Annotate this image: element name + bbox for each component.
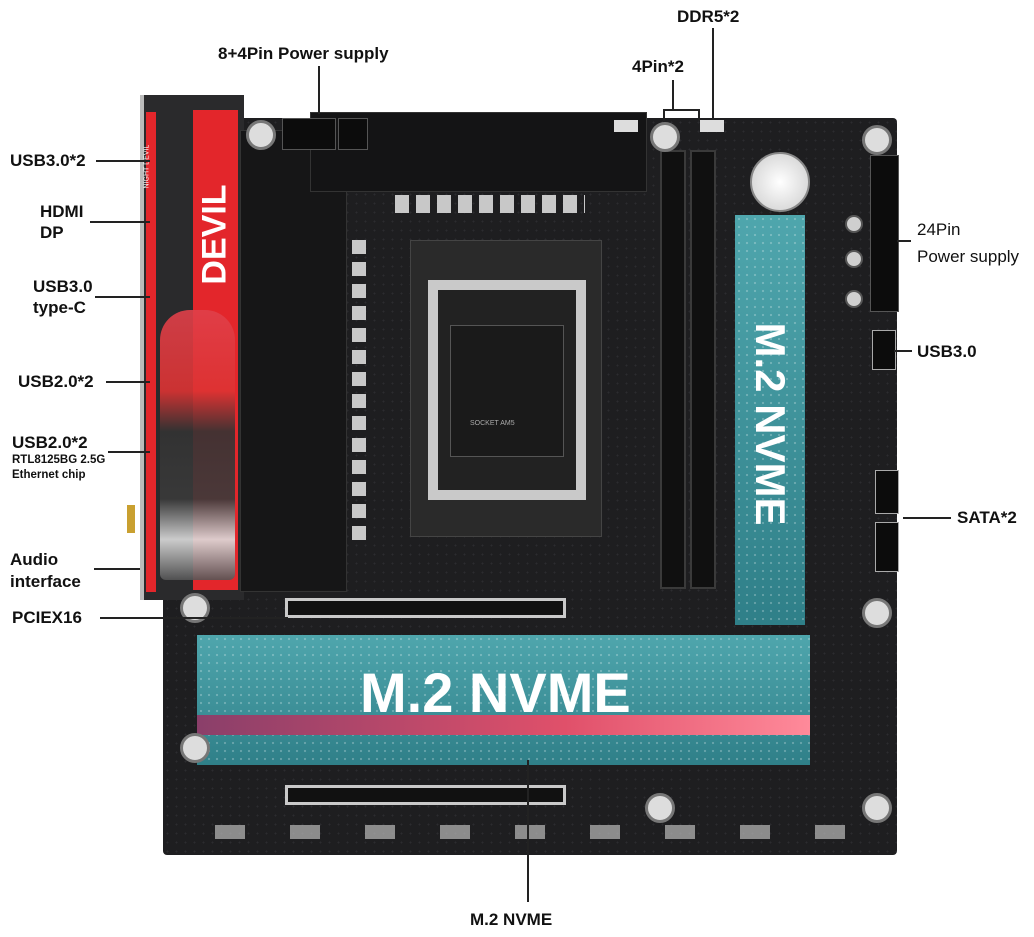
- leader-line: [698, 109, 700, 121]
- label-usb30-typec-2: type-C: [33, 298, 86, 317]
- leader-line: [894, 350, 912, 352]
- power-connector-8pin: [282, 118, 336, 150]
- mount-screw: [180, 593, 210, 623]
- antenna-connector: [127, 505, 135, 533]
- leader-line: [94, 568, 140, 570]
- power-connector-24pin: [870, 155, 899, 312]
- m2-heatsink-horizontal-label: M.2 NVME: [360, 661, 631, 724]
- label-usb20x2-a: USB2.0*2: [18, 372, 94, 391]
- leader-line: [663, 109, 699, 111]
- power-connector-4pin: [338, 118, 368, 150]
- label-24pin-2: Power supply: [917, 247, 1020, 266]
- leader-line: [90, 221, 150, 223]
- label-sata: SATA*2: [957, 508, 1017, 527]
- label-ethernet-1: RTL8125BG 2.5G: [12, 454, 106, 466]
- label-dp: DP: [40, 223, 64, 242]
- label-hdmi: HDMI: [40, 202, 84, 221]
- mount-screw: [862, 125, 892, 155]
- label-4pin: 4Pin*2: [632, 57, 684, 76]
- leader-line: [527, 760, 529, 902]
- mount-screw: [862, 793, 892, 823]
- 4pin-fan-header-1: [614, 120, 638, 132]
- label-usb30-right: USB3.0: [917, 342, 977, 361]
- sata-port-2: [875, 522, 899, 572]
- m2-heatsink-vertical-label: M.2 NVME: [747, 322, 794, 526]
- 4pin-fan-header-2: [700, 120, 724, 132]
- anime-character-art: [160, 310, 235, 580]
- pcie-x16-slot: [285, 598, 566, 618]
- label-8-4pin-power: 8+4Pin Power supply: [218, 44, 389, 63]
- vrm-chokes-column: [352, 240, 366, 540]
- label-usb30-typec-1: USB3.0: [33, 277, 93, 296]
- dimm-slot-1: [660, 150, 686, 589]
- leader-line: [96, 160, 150, 162]
- leader-line: [663, 109, 665, 121]
- io-shroud-devil-text: DEVIL: [195, 184, 234, 285]
- leader-line: [903, 517, 951, 519]
- label-usb30x2: USB3.0*2: [10, 151, 86, 170]
- bottom-headers: [215, 825, 855, 839]
- leader-line: [106, 381, 150, 383]
- leader-line: [95, 296, 150, 298]
- pcie-slot-bottom: [285, 785, 566, 805]
- leader-line: [712, 28, 714, 120]
- mount-screw: [650, 122, 680, 152]
- label-m2-bottom: M.2 NVME: [470, 910, 553, 929]
- leader-line: [672, 80, 674, 110]
- leader-line: [108, 451, 150, 453]
- vrm-chokes-row: [395, 195, 585, 213]
- label-usb20x2-b: USB2.0*2: [12, 433, 88, 452]
- mount-screw: [180, 733, 210, 763]
- m2-heatsink-horizontal: [197, 635, 810, 765]
- m2-heatsink-vertical: [735, 215, 805, 625]
- usb30-header: [872, 330, 896, 370]
- mount-screw: [862, 598, 892, 628]
- leader-line: [100, 617, 288, 619]
- io-shroud-night-devil-text: NIGHT DEVIL: [143, 144, 151, 189]
- socket-label: SOCKET AM5: [470, 420, 515, 427]
- socket-cover: [450, 325, 564, 457]
- mount-screw: [246, 120, 276, 150]
- mount-screw: [645, 793, 675, 823]
- dimm-slot-2: [690, 150, 716, 589]
- sata-port-1: [875, 470, 899, 514]
- m2-heatsink-stripe: [197, 715, 810, 735]
- label-ethernet-2: Ethernet chip: [12, 469, 86, 481]
- label-ddr5: DDR5*2: [677, 7, 740, 26]
- cmos-battery: [750, 152, 810, 212]
- label-pciex16: PCIEX16: [12, 608, 82, 627]
- vrm-heatsink-left: [240, 130, 347, 592]
- capacitor: [845, 250, 863, 268]
- leader-line: [318, 66, 320, 114]
- label-audio-1: Audio: [10, 550, 59, 569]
- capacitor: [845, 215, 863, 233]
- label-24pin-1: 24Pin: [917, 220, 961, 239]
- leader-line: [897, 240, 911, 242]
- label-audio-2: interface: [10, 572, 81, 591]
- io-shroud-red-stripe: [146, 112, 156, 592]
- capacitor: [845, 290, 863, 308]
